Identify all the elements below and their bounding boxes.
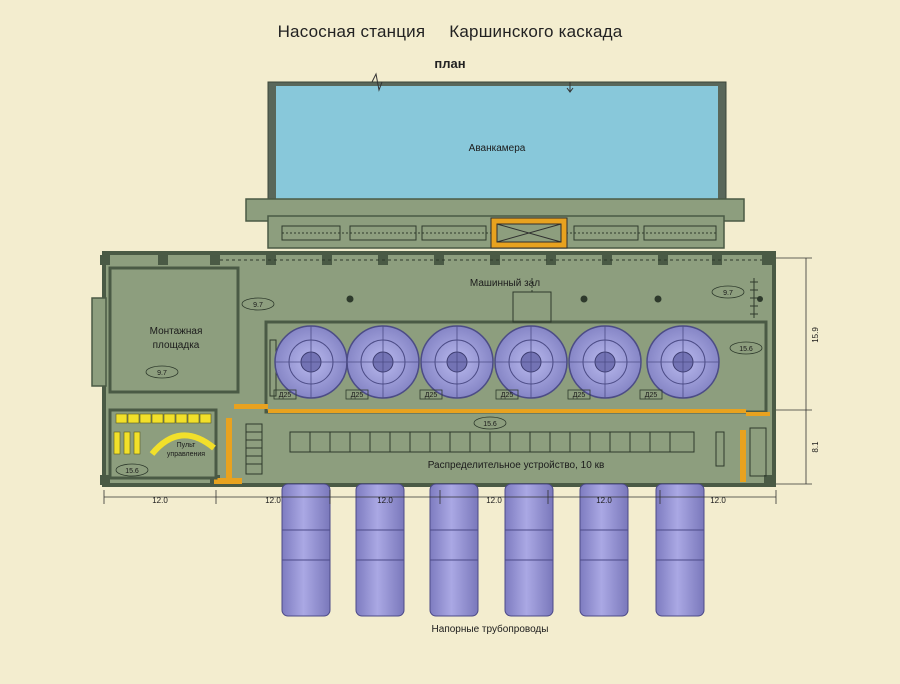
dimension-text: 12.0 (486, 496, 502, 505)
forebay-label: Аванкамера (469, 143, 526, 154)
pump-label: Д25 (501, 392, 514, 399)
pump-label: Д25 (425, 392, 438, 399)
pump-unit (420, 325, 494, 399)
elevation-mark: 9.7 (157, 370, 167, 377)
pump-label: Д25 (573, 392, 586, 399)
dimension-text: 12.0 (710, 496, 726, 505)
switchgear-label: Распределительное устройство, 10 кв (428, 460, 605, 471)
pump-unit (494, 325, 568, 399)
pipeline (504, 483, 554, 617)
elevation-mark: 9.7 (723, 290, 733, 297)
pipeline (579, 483, 629, 617)
machine-hall-label: Машинный зал (470, 278, 540, 289)
assembly-area-label-line2: площадка (153, 340, 200, 351)
pump-label: Д25 (279, 392, 292, 399)
title-part-2: Каршинского каскада (449, 22, 623, 41)
pump-unit (346, 325, 420, 399)
forebay (245, 72, 745, 249)
assembly-area-label-line1: Монтажная (150, 326, 203, 337)
pipeline (355, 483, 405, 617)
pump-label: Д25 (351, 392, 364, 399)
pipelines-label: Напорные трубопроводы (432, 623, 549, 635)
pipeline (429, 483, 479, 617)
dimension-text: 12.0 (265, 496, 281, 505)
dimension-text: 15.9 (811, 327, 820, 343)
pump-unit (274, 325, 348, 399)
dimension-text: 8.1 (811, 441, 820, 453)
dimension-text: 12.0 (596, 496, 612, 505)
pump-label: Д25 (645, 392, 658, 399)
control-panel-label-line1: Пульт (177, 442, 197, 449)
dimension-text: 12.0 (152, 496, 168, 505)
pressure-pipelines (281, 483, 705, 617)
pipeline (281, 483, 331, 617)
dimension-lines (103, 257, 812, 504)
switchgear-cells (289, 427, 767, 477)
elevation-mark: 15.6 (483, 421, 497, 428)
page-subtitle: план (434, 56, 466, 71)
elevation-mark: 9.7 (253, 302, 263, 309)
elevation-mark: 15.6 (739, 346, 753, 353)
pump-unit (568, 325, 642, 399)
elevation-mark: 15.6 (125, 468, 139, 475)
title-part-1: Насосная станция (277, 22, 426, 41)
pipeline (655, 483, 705, 617)
dimension-text: 12.0 (377, 496, 393, 505)
page-title: Насосная станция Каршинского каскада (0, 22, 900, 42)
control-panel-label-line2: управления (167, 451, 205, 458)
pump-unit (646, 325, 720, 399)
pump-units (274, 325, 720, 399)
